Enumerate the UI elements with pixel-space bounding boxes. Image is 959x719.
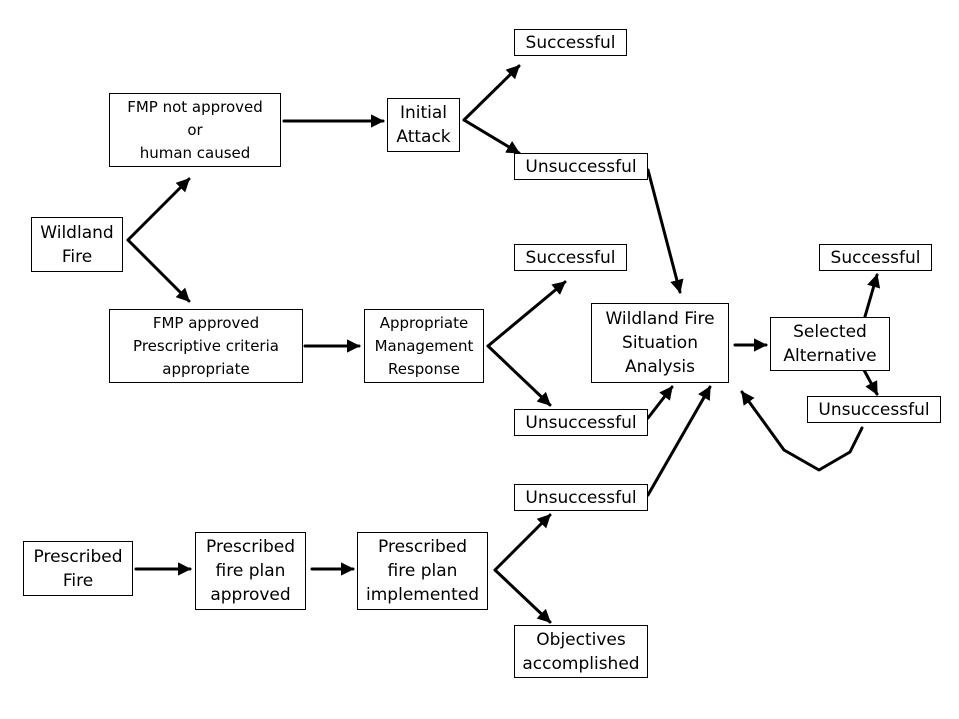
arrow-plan-implemented-to-unsuccessful: [493, 513, 552, 572]
node-amr-successful: Successful: [514, 244, 627, 271]
node-sa-unsuccessful: Unsuccessful: [807, 396, 941, 423]
arrow-initial-attack-to-unsuccessful: [462, 118, 521, 155]
arrow-rx-unsuccessful-to-wfsa: [646, 385, 712, 497]
arrow-wildland-to-fmp-approved: [126, 238, 191, 303]
node-objectives-accomplished: Objectives accomplished: [514, 625, 648, 678]
arrow-amr-to-successful: [486, 280, 567, 348]
arrow-selected-alternative-to-unsuccessful: [862, 368, 879, 396]
arrow-sa-unsuccessful-loop-to-wfsa: [740, 390, 864, 472]
node-wildland-fire-situation-analysis: Wildland Fire Situation Analysis: [591, 303, 729, 383]
node-selected-alternative: Selected Alternative: [770, 317, 890, 371]
node-initial-attack: Initial Attack: [387, 98, 460, 152]
arrow-amr-unsuccessful-to-wfsa: [646, 385, 674, 420]
node-rx-unsuccessful: Unsuccessful: [514, 484, 648, 511]
node-appropriate-management-response: Appropriate Management Response: [364, 309, 484, 383]
arrow-selected-alternative-to-successful: [862, 273, 881, 322]
arrow-wildland-to-fmp-not-approved: [126, 177, 191, 242]
node-ia-successful: Successful: [514, 29, 627, 56]
node-fmp-approved: FMP approved Prescriptive criteria appro…: [109, 309, 303, 383]
arrow-plan-implemented-to-objectives: [493, 568, 552, 624]
node-ia-unsuccessful: Unsuccessful: [514, 153, 648, 180]
arrow-amr-to-unsuccessful: [486, 344, 552, 407]
node-amr-unsuccessful: Unsuccessful: [514, 409, 648, 436]
node-fmp-not-approved: FMP not approved or human caused: [109, 93, 281, 167]
node-prescribed-fire-plan-approved: Prescribed fire plan approved: [195, 532, 306, 610]
node-prescribed-fire: Prescribed Fire: [23, 541, 133, 596]
arrow-ia-unsuccessful-to-wfsa: [646, 168, 684, 294]
node-sa-successful: Successful: [819, 244, 932, 271]
node-wildland-fire: Wildland Fire: [31, 217, 123, 272]
node-prescribed-fire-plan-implemented: Prescribed fire plan implemented: [357, 532, 488, 610]
arrow-initial-attack-to-successful: [462, 64, 521, 122]
